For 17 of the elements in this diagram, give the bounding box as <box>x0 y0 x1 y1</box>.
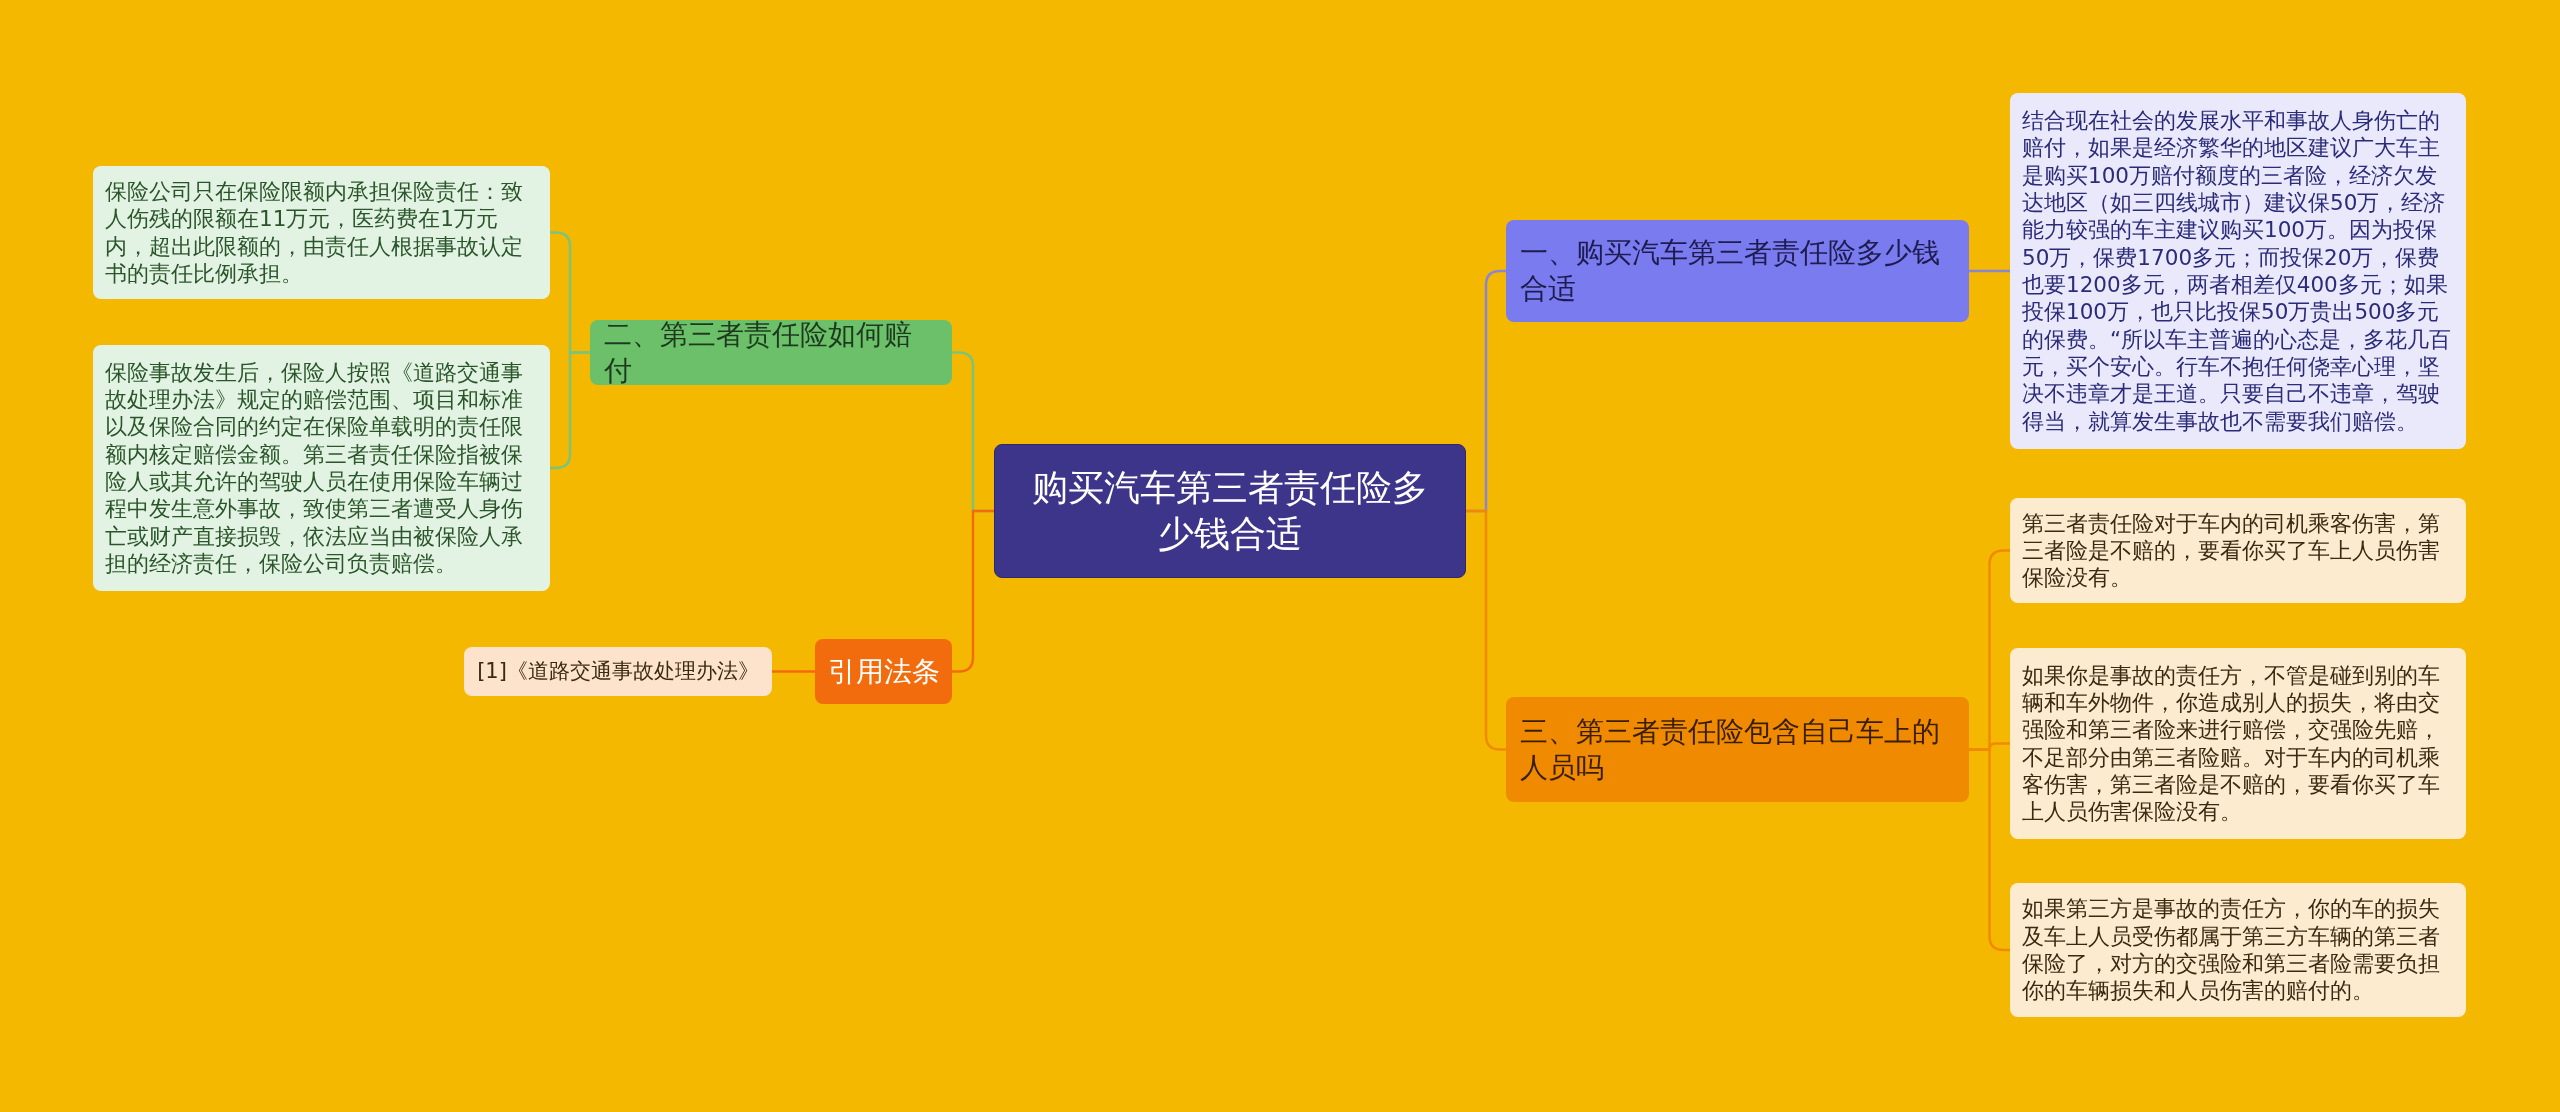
branch-box: 引用法条 <box>815 639 952 704</box>
connector-line <box>1969 748 2010 952</box>
connector-line <box>772 670 815 673</box>
note-card: 第三者责任险对于车内的司机乘客伤害，第三者险是不赔的，要看你买了车上人员伤害保险没有。 <box>2010 498 2466 603</box>
note-card: 保险公司只在保险限额内承担保险责任：致人伤残的限额在11万元，医药费在1万元内，超出此限额的，由责任人根据事故认定书的责任比例承担。 <box>93 166 550 299</box>
branch-box: 二、第三者责任险如何赔付 <box>590 320 952 385</box>
note-card: 结合现在社会的发展水平和事故人身伤亡的赔付，如果是经济繁华的地区建议广大车主是购买100万赔付额度的三者险，经济欠发达地区（如三四线城市）建议保50万，经济能力较强的车主建议购买100万。因为投保50万，保费1700多元；而投保20万，保费也要1200多元，两者相差仅400多元；如果投保100万，也只比投保50万贵出500多元的保费。“所以车主普遍的心态是，多花几百元，买个安心。行车不抱任何侥幸心理，坚决不违章才是王道。只要自己不违章，驾驶得当，就算发生事故也不需要我们赔偿。 <box>2010 93 2466 449</box>
branch-box: 一、购买汽车第三者责任险多少钱合适 <box>1506 220 1969 322</box>
connector-line <box>1466 509 1506 751</box>
connector-line <box>952 509 994 673</box>
branch-box: 三、第三者责任险包含自己车上的人员吗 <box>1506 697 1969 802</box>
connector-line <box>1969 269 2010 273</box>
note-card: 如果你是事故的责任方，不管是碰到别的车辆和车外物件，你造成别人的损失，将由交强险和第三者险来进行赔偿，交强险先赔，不足部分由第三者险赔。对于车内的司机乘客伤害，第三者险是不赔的，要看你买了车上人员伤害保险没有。 <box>2010 648 2466 839</box>
note-card: 如果第三方是事故的责任方，你的车的损失及车上人员受伤都属于第三方车辆的第三者保险了，对方的交强险和第三者险需要负担你的车辆损失和人员伤害的赔付的。 <box>2010 883 2466 1017</box>
reference-card: [1]《道路交通事故处理办法》 <box>464 647 772 696</box>
note-card: 保险事故发生后，保险人按照《道路交通事故处理办法》规定的赔偿范围、项目和标准以及保险合同的约定在保险单载明的责任限额内核定赔偿金额。第三者责任保险指被保险人或其允许的驾驶人员在使用保险车辆过程中发生意外事故，致使第三者遭受人身伤亡或财产直接损毁，依法应当由被保险人承担的经济责任，保险公司负责赔偿。 <box>93 345 550 591</box>
topic-box: 购买汽车第三者责任险多少钱合适 <box>994 444 1466 578</box>
